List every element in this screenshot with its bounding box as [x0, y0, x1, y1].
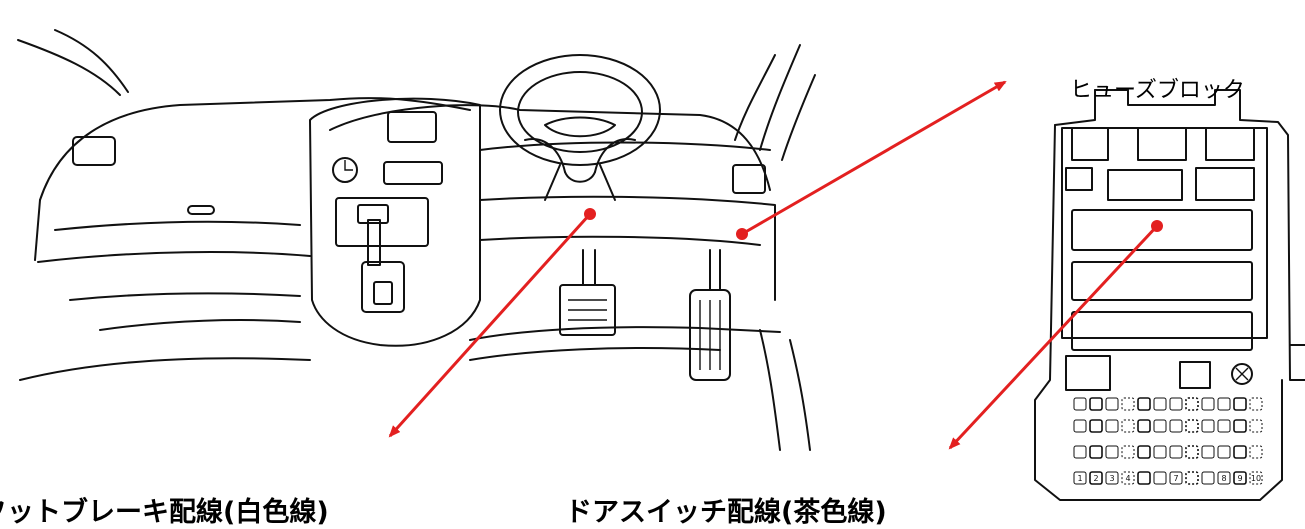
arrow-door-switch-wiring: [948, 224, 1159, 450]
mini-fuse: [1073, 397, 1087, 411]
mini-fuse: [1233, 397, 1247, 411]
mini-fuse: [1201, 397, 1215, 411]
mini-fuse: [1185, 419, 1199, 433]
mini-fuse: [1169, 471, 1183, 485]
arrow-brake-wiring: [388, 212, 592, 438]
mini-fuse: [1249, 445, 1263, 459]
mini-fuse: [1153, 445, 1167, 459]
fuse-number-label: 10: [1251, 474, 1261, 483]
fuse-number-label: 4: [1125, 474, 1130, 483]
mini-fuse: [1105, 445, 1119, 459]
brake-point-dot: [584, 208, 596, 220]
mini-fuse-grid: 1 2 3 4 7 8 9 10: [1073, 397, 1263, 485]
mini-fuse: [1137, 471, 1151, 485]
mini-fuse: [1201, 419, 1215, 433]
mini-fuse: [1121, 471, 1135, 485]
mini-fuse: [1169, 419, 1183, 433]
door-switch-point-dot: [1151, 220, 1163, 232]
mini-fuse: [1073, 419, 1087, 433]
mini-fuse: [1153, 471, 1167, 485]
fuse-number-label: 2: [1093, 474, 1098, 483]
fuse-number-label: 1: [1077, 474, 1082, 483]
arrow-to-fuse-block: [741, 80, 1007, 236]
mini-fuse: [1185, 397, 1199, 411]
mini-fuse: [1233, 419, 1247, 433]
mini-fuse: [1105, 419, 1119, 433]
mini-fuse: [1201, 471, 1215, 485]
mini-fuse: [1089, 471, 1103, 485]
mini-fuse: [1073, 471, 1087, 485]
mini-fuse: [1217, 471, 1231, 485]
mini-fuse: [1153, 419, 1167, 433]
mini-fuse: [1185, 471, 1199, 485]
mini-fuse: [1233, 445, 1247, 459]
mini-fuse: [1169, 397, 1183, 411]
fuse-block-label: ヒューズブロック: [1070, 78, 1245, 103]
mini-fuse: [1089, 397, 1103, 411]
mini-fuse: [1121, 445, 1135, 459]
mini-fuse: [1137, 397, 1151, 411]
mini-fuse: [1089, 419, 1103, 433]
fuse-number-label: 9: [1237, 474, 1242, 483]
mini-fuse: [1105, 471, 1119, 485]
mini-fuse: [1169, 445, 1183, 459]
mini-fuse: [1249, 397, 1263, 411]
mini-fuse: [1249, 471, 1263, 485]
mini-fuse: [1153, 397, 1167, 411]
fuse-location-dot: [736, 228, 748, 240]
mini-fuse: [1137, 419, 1151, 433]
mini-fuse: [1073, 445, 1087, 459]
mini-fuse: [1121, 419, 1135, 433]
mini-fuse: [1201, 445, 1215, 459]
fuse-number-label: 7: [1173, 474, 1178, 483]
mini-fuse: [1089, 445, 1103, 459]
mini-fuse: [1249, 419, 1263, 433]
mini-fuse: [1105, 397, 1119, 411]
fuse-number-label: 3: [1109, 474, 1114, 483]
dashboard-diagram: 1 2 3 4 7 8 9 10: [17, 29, 1305, 501]
mini-fuse: [1233, 471, 1247, 485]
fuse-number-label: 8: [1221, 474, 1226, 483]
fuse-block-drawing: 1 2 3 4 7 8 9 10: [1034, 89, 1305, 501]
mini-fuse: [1217, 445, 1231, 459]
dashboard-drawing: [17, 29, 816, 451]
mini-fuse: [1217, 397, 1231, 411]
mini-fuse: [1121, 397, 1135, 411]
mini-fuse: [1185, 445, 1199, 459]
mini-fuse: [1137, 445, 1151, 459]
mini-fuse: [1217, 419, 1231, 433]
arrows: [388, 80, 1163, 450]
